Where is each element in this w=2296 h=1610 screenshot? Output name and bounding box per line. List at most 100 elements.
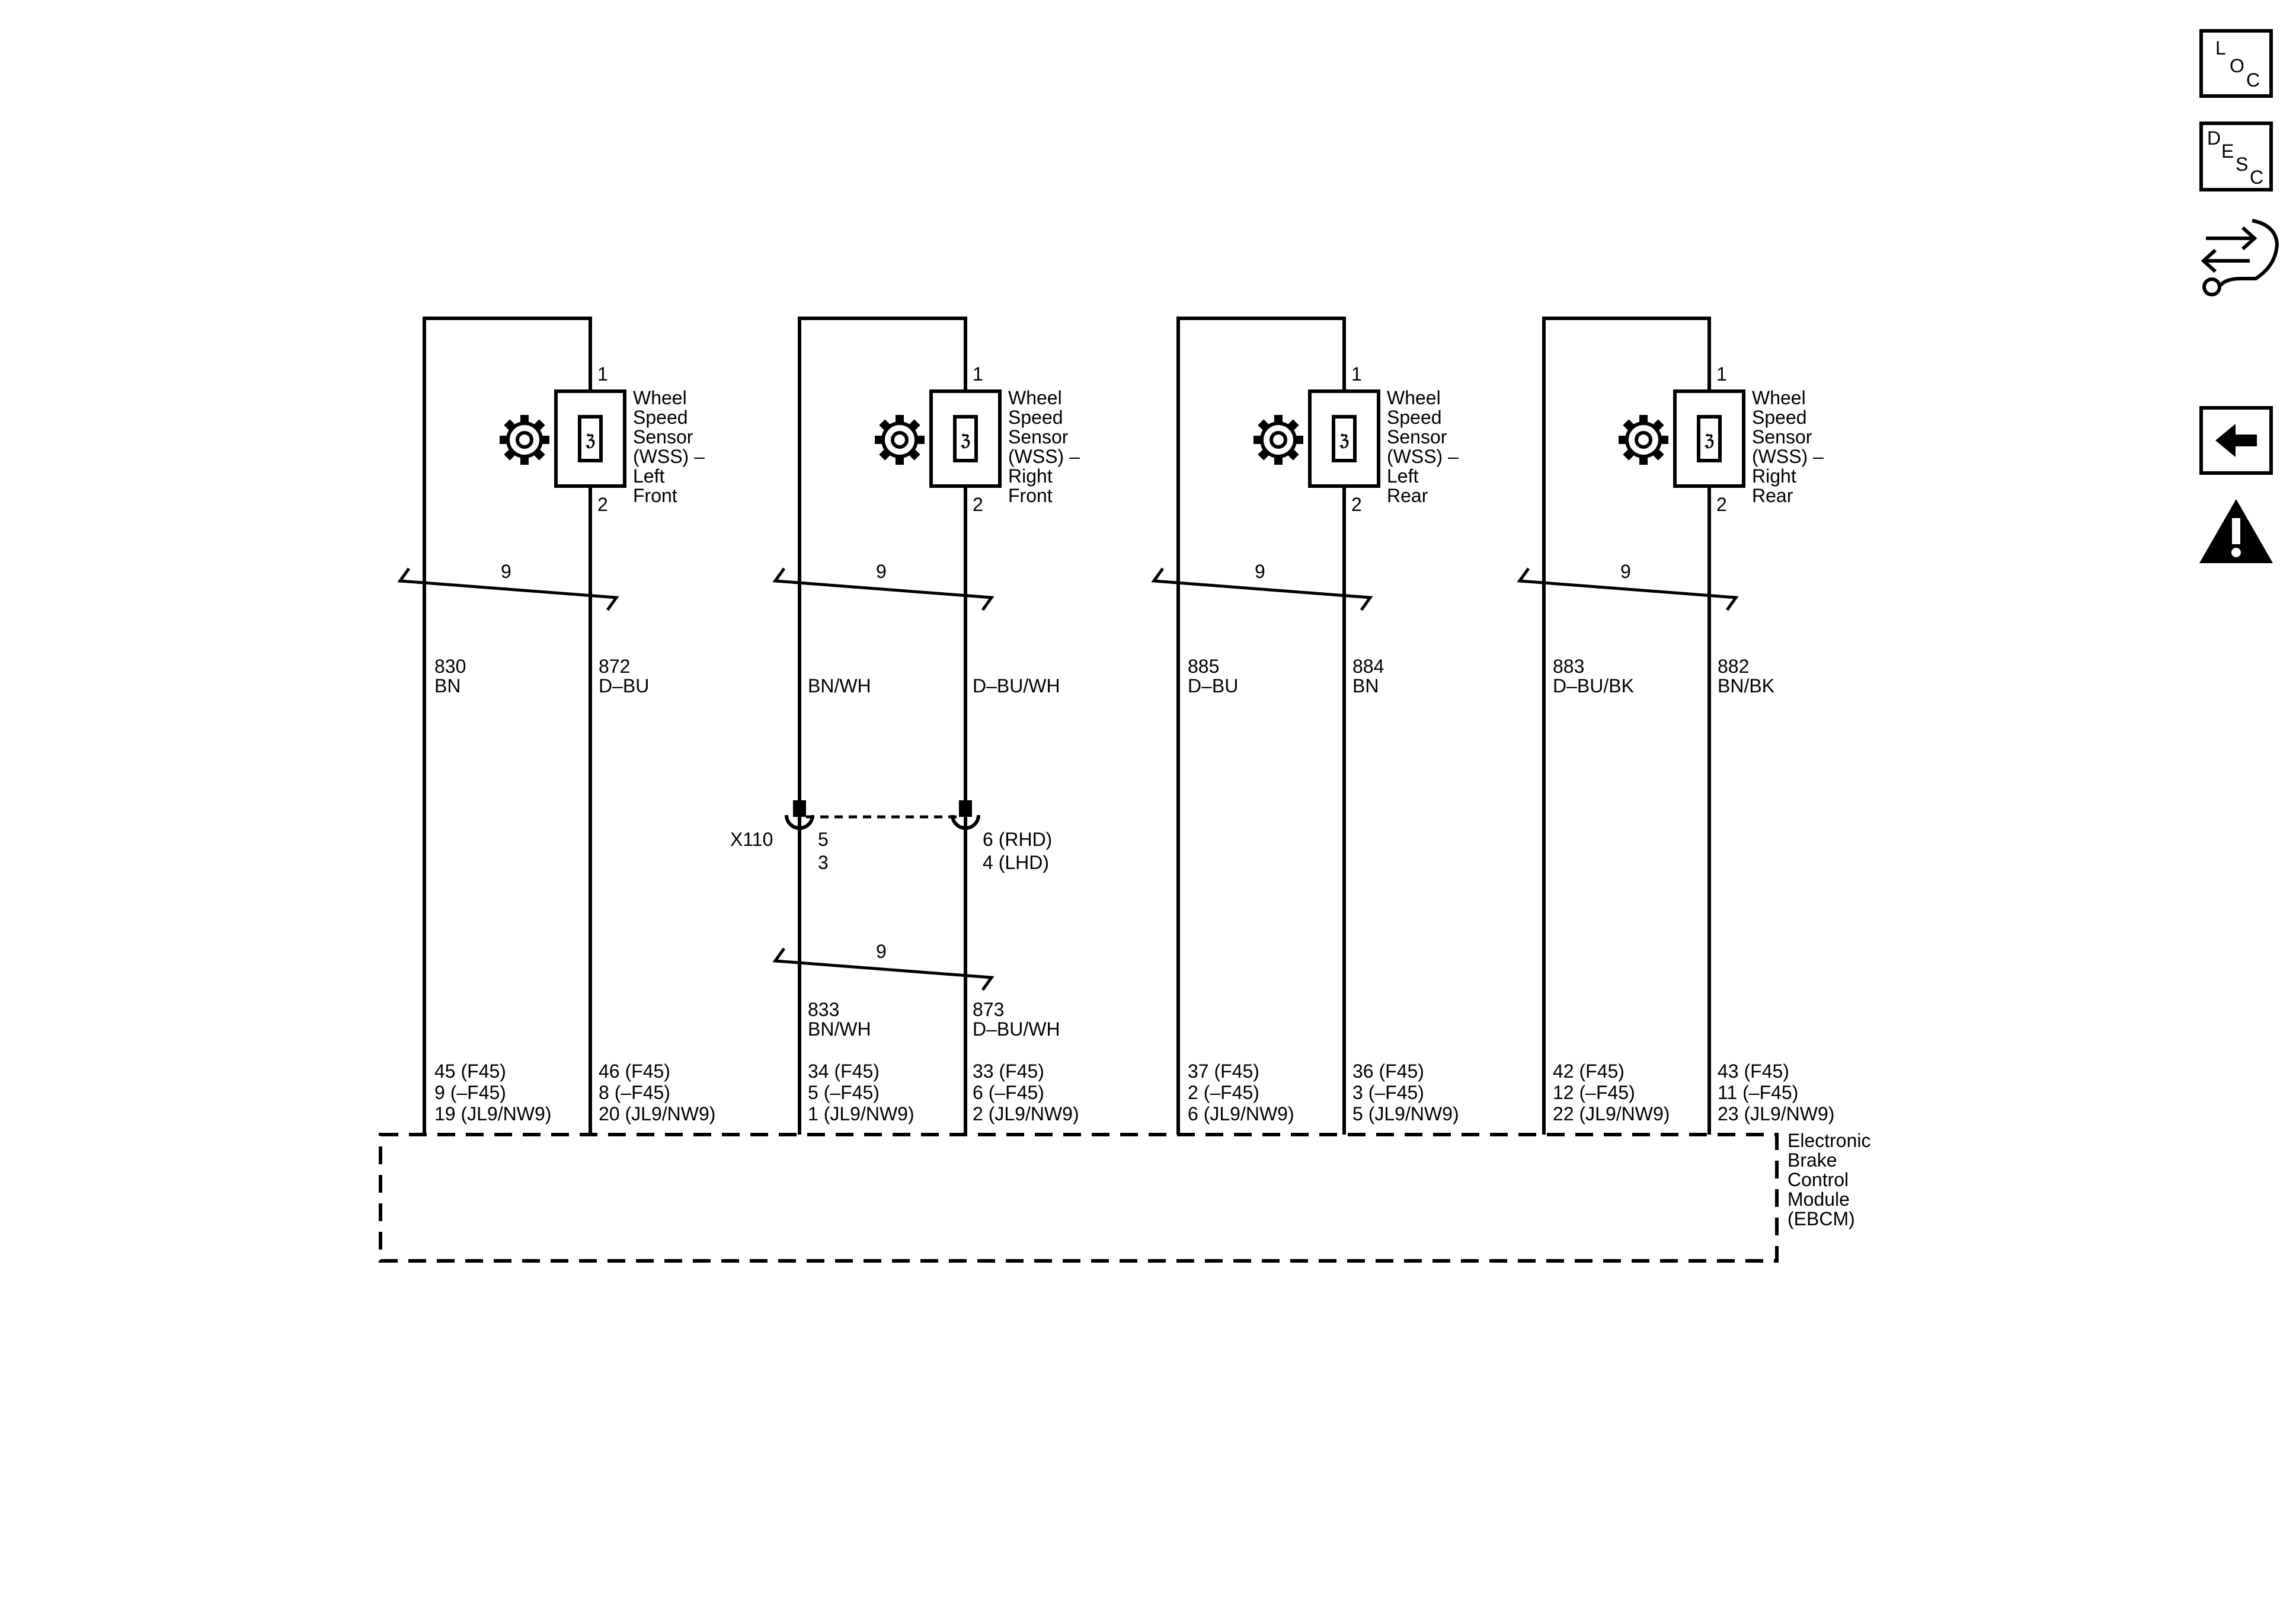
description-button[interactable]: D E S C bbox=[2199, 122, 2273, 191]
ebcm-module: Electronic Brake Control Module (EBCM) bbox=[379, 1130, 1871, 1263]
twist-label: 9 bbox=[1620, 561, 1631, 582]
loc-letter-o: O bbox=[2230, 55, 2244, 76]
svg-text:(WSS) –: (WSS) – bbox=[1387, 446, 1459, 467]
gear-icon bbox=[875, 415, 925, 465]
svg-text:6 (–F45): 6 (–F45) bbox=[973, 1082, 1044, 1103]
svg-text:Speed: Speed bbox=[1387, 407, 1442, 428]
svg-text:19 (JL9/NW9): 19 (JL9/NW9) bbox=[434, 1103, 551, 1125]
svg-text:(EBCM): (EBCM) bbox=[1787, 1208, 1855, 1229]
svg-text:873: 873 bbox=[973, 999, 1004, 1020]
sensor-pin-top: 1 bbox=[1716, 363, 1727, 385]
connector-wrench-icon[interactable] bbox=[2199, 213, 2279, 296]
wire-830: 830 BN 45 (F45) 9 (–F45) 19 (JL9/NW9) bbox=[434, 656, 551, 1125]
connector-socket-left bbox=[785, 814, 814, 830]
twist-label: 9 bbox=[876, 941, 887, 962]
svg-text:Sensor: Sensor bbox=[633, 426, 693, 448]
svg-text:ℨ: ℨ bbox=[1704, 432, 1714, 449]
connector-pin-right bbox=[959, 800, 972, 817]
desc-letter-e: E bbox=[2221, 140, 2234, 162]
svg-text:5: 5 bbox=[818, 829, 829, 850]
sensor-label: Wheel Speed Sensor (WSS) – Right Front bbox=[1008, 387, 1080, 506]
wire-885: 885 D–BU 37 (F45) 2 (–F45) 6 (JL9/NW9) bbox=[1188, 656, 1294, 1125]
svg-text:Sensor: Sensor bbox=[1752, 426, 1812, 448]
svg-text:5 (JL9/NW9): 5 (JL9/NW9) bbox=[1352, 1103, 1459, 1125]
svg-text:Left: Left bbox=[633, 465, 664, 487]
wire-872: 872 D–BU 46 (F45) 8 (–F45) 20 (JL9/NW9) bbox=[599, 656, 715, 1125]
sensor-label: Wheel Speed Sensor (WSS) – Left Front bbox=[633, 387, 705, 506]
svg-text:D–BU: D–BU bbox=[599, 675, 649, 697]
sensor-right-front: ℨ 1 2 Wheel Speed Sensor (WSS) – Right F… bbox=[730, 317, 1080, 1135]
svg-text:D–BU: D–BU bbox=[1188, 675, 1238, 697]
sensor-label: Wheel Speed Sensor (WSS) – Left Rear bbox=[1387, 387, 1459, 506]
svg-text:42 (F45): 42 (F45) bbox=[1553, 1060, 1625, 1082]
desc-letter-s: S bbox=[2236, 154, 2248, 175]
svg-text:Wheel: Wheel bbox=[1008, 387, 1062, 408]
svg-text:Rear: Rear bbox=[1752, 485, 1793, 506]
warning-icon[interactable] bbox=[2199, 499, 2273, 563]
svg-text:BN/WH: BN/WH bbox=[808, 675, 871, 697]
back-button[interactable] bbox=[2199, 406, 2273, 475]
svg-text:884: 884 bbox=[1352, 656, 1384, 677]
svg-text:43 (F45): 43 (F45) bbox=[1718, 1060, 1789, 1082]
svg-text:Front: Front bbox=[633, 485, 677, 506]
svg-text:Front: Front bbox=[1008, 485, 1053, 506]
sensor-pin-bottom: 2 bbox=[973, 494, 983, 515]
svg-text:(WSS) –: (WSS) – bbox=[1752, 446, 1824, 467]
gear-icon bbox=[500, 415, 549, 465]
svg-text:20 (JL9/NW9): 20 (JL9/NW9) bbox=[599, 1103, 715, 1125]
svg-text:9 (–F45): 9 (–F45) bbox=[434, 1082, 506, 1103]
svg-text:ℨ: ℨ bbox=[1339, 432, 1349, 449]
wire-883-path bbox=[1542, 317, 1711, 1135]
svg-text:4 (LHD): 4 (LHD) bbox=[983, 852, 1049, 873]
svg-text:8 (–F45): 8 (–F45) bbox=[599, 1082, 670, 1103]
svg-text:Wheel: Wheel bbox=[1752, 387, 1806, 408]
module-label: Electronic Brake Control Module (EBCM) bbox=[1787, 1130, 1871, 1229]
loc-letter-c: C bbox=[2246, 69, 2260, 91]
connector-x110: X110 5 3 6 (RHD) 4 (LHD) bbox=[730, 800, 1052, 873]
svg-text:45 (F45): 45 (F45) bbox=[434, 1060, 506, 1082]
gear-icon bbox=[1253, 415, 1303, 465]
sensor-left-front: ℨ 1 2 Wheel Speed Sensor (WSS) – Left Fr… bbox=[397, 317, 715, 1135]
svg-text:Right: Right bbox=[1008, 465, 1053, 487]
svg-text:11 (–F45): 11 (–F45) bbox=[1718, 1082, 1798, 1103]
svg-text:12 (–F45): 12 (–F45) bbox=[1553, 1082, 1635, 1103]
svg-text:2 (–F45): 2 (–F45) bbox=[1188, 1082, 1259, 1103]
module-outline bbox=[379, 1133, 1779, 1263]
twist-label: 9 bbox=[876, 561, 887, 582]
sensor-housing bbox=[929, 389, 1002, 488]
svg-text:BN/WH: BN/WH bbox=[808, 1018, 871, 1040]
location-button[interactable]: L O C bbox=[2199, 29, 2273, 98]
sensor-element-icon bbox=[1697, 415, 1722, 462]
svg-text:Wheel: Wheel bbox=[1387, 387, 1441, 408]
sensor-pin-bottom: 2 bbox=[597, 494, 608, 515]
svg-text:883: 883 bbox=[1553, 656, 1584, 677]
wire-885-path bbox=[1176, 317, 1346, 1135]
back-arrow-icon bbox=[2215, 424, 2257, 457]
twisted-pair-marker: 9 bbox=[1517, 561, 1739, 611]
loc-letter-l: L bbox=[2215, 37, 2226, 59]
svg-text:BN: BN bbox=[1352, 675, 1379, 697]
sensor-left-rear: ℨ 1 2 Wheel Speed Sensor (WSS) – Left Re… bbox=[1151, 317, 1459, 1135]
svg-text:Wheel: Wheel bbox=[633, 387, 687, 408]
connector-name: X110 bbox=[730, 829, 773, 850]
svg-text:46 (F45): 46 (F45) bbox=[599, 1060, 670, 1082]
twisted-pair-marker: 9 bbox=[397, 561, 619, 611]
svg-text:Speed: Speed bbox=[633, 407, 688, 428]
svg-text:BN: BN bbox=[434, 675, 461, 697]
wire-830-path bbox=[423, 317, 592, 1135]
gear-icon bbox=[1619, 415, 1668, 465]
svg-text:Speed: Speed bbox=[1752, 407, 1807, 428]
svg-text:833: 833 bbox=[808, 999, 839, 1020]
svg-text:37 (F45): 37 (F45) bbox=[1188, 1060, 1259, 1082]
svg-text:830: 830 bbox=[434, 656, 466, 677]
svg-text:Speed: Speed bbox=[1008, 407, 1063, 428]
sensor-right-rear: ℨ 1 2 Wheel Speed Sensor (WSS) – Right R… bbox=[1517, 317, 1834, 1135]
desc-letter-d: D bbox=[2207, 127, 2221, 149]
svg-text:Right: Right bbox=[1752, 465, 1796, 487]
svg-text:22 (JL9/NW9): 22 (JL9/NW9) bbox=[1553, 1103, 1670, 1125]
svg-text:(WSS) –: (WSS) – bbox=[633, 446, 705, 467]
svg-text:D–BU/BK: D–BU/BK bbox=[1553, 675, 1634, 697]
sensor-element-icon bbox=[578, 415, 603, 462]
svg-text:(WSS) –: (WSS) – bbox=[1008, 446, 1080, 467]
